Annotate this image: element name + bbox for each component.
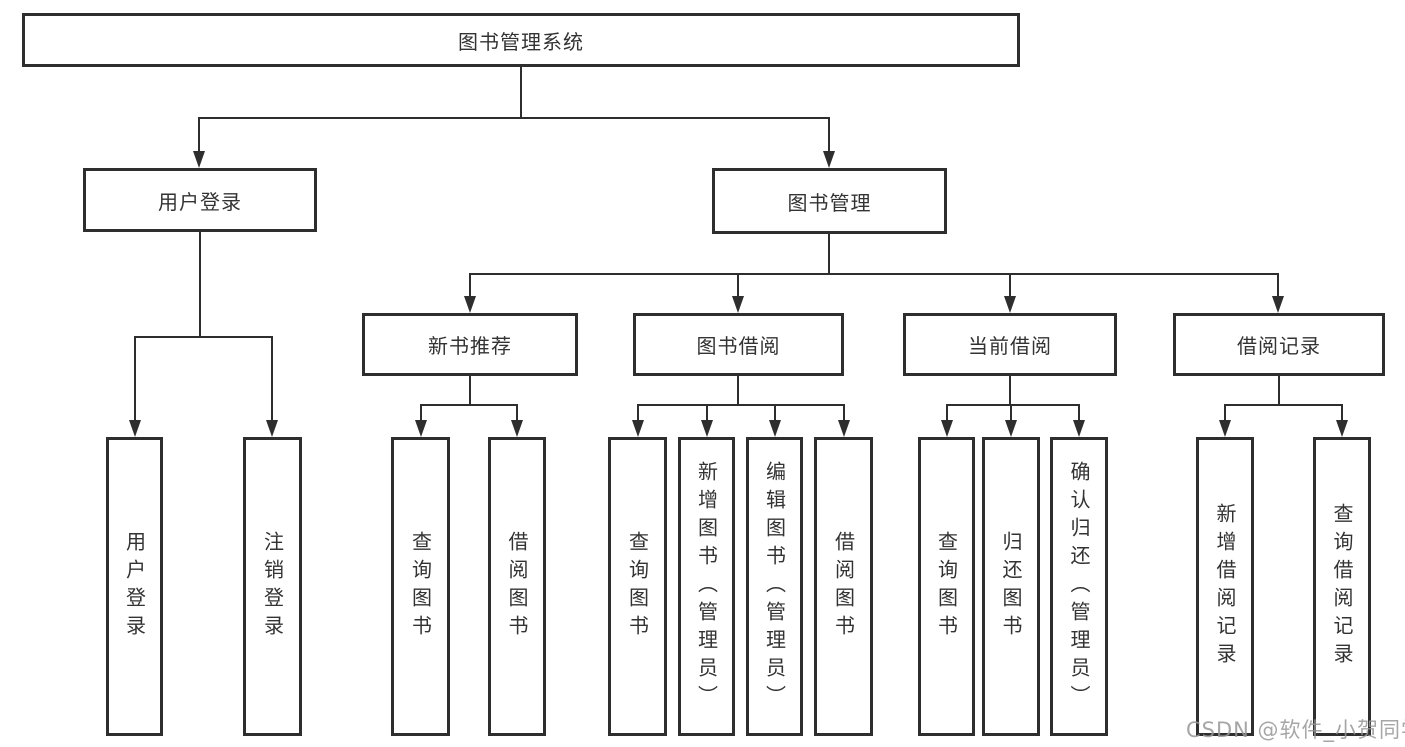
connector-line — [637, 404, 639, 422]
arrow-down-icon — [129, 420, 141, 437]
connector-line — [420, 404, 422, 422]
leaf-label: 查询借阅记录 — [1330, 502, 1354, 671]
node-label: 当前借阅 — [968, 334, 1052, 358]
leaf-records-query-record: 查询借阅记录 — [1313, 437, 1371, 736]
leaf-label: 查询图书 — [408, 530, 433, 643]
connector-line — [774, 404, 776, 422]
arrow-down-icon — [464, 296, 476, 313]
node-new-book-recommend: 新书推荐 — [362, 313, 578, 376]
node-borrow-records: 借阅记录 — [1173, 313, 1385, 376]
leaf-label: 确认归还（管理员） — [1067, 460, 1091, 713]
connector-line — [1224, 404, 1226, 422]
arrow-down-icon — [823, 151, 835, 168]
leaf-records-add-record: 新增借阅记录 — [1196, 437, 1254, 736]
arrow-down-icon — [941, 420, 953, 437]
leaf-recommend-borrow-book: 借阅图书 — [488, 437, 546, 736]
connector-line — [520, 67, 522, 119]
node-label: 图书借阅 — [696, 334, 781, 358]
leaf-user-login: 用户登录 — [106, 437, 163, 736]
leaf-label: 查询图书 — [625, 530, 650, 643]
leaf-label: 编辑图书（管理员） — [762, 460, 787, 713]
arrow-down-icon — [701, 420, 713, 437]
leaf-logout: 注销登录 — [243, 437, 302, 736]
leaf-borrow-query-book: 查询图书 — [608, 437, 667, 736]
arrow-down-icon — [415, 420, 427, 437]
arrow-down-icon — [266, 420, 278, 437]
leaf-recommend-query-book: 查询图书 — [391, 437, 450, 736]
connector-line — [946, 404, 1080, 406]
connector-line — [469, 273, 1279, 275]
node-root: 图书管理系统 — [22, 13, 1020, 67]
node-label: 新书推荐 — [428, 334, 512, 358]
node-label: 用户登录 — [158, 189, 242, 214]
leaf-label: 注销登录 — [260, 530, 285, 643]
leaf-borrow-borrow-book: 借阅图书 — [814, 437, 873, 736]
connector-line — [1278, 374, 1280, 406]
leaf-borrow-add-book-admin: 新增图书（管理员） — [678, 437, 735, 736]
node-book-borrow: 图书借阅 — [633, 313, 844, 376]
arrow-down-icon — [511, 420, 523, 437]
leaf-borrow-edit-book-admin: 编辑图书（管理员） — [746, 437, 803, 736]
leaf-label: 查询图书 — [934, 530, 959, 643]
connector-line — [1224, 404, 1343, 406]
arrow-down-icon — [1272, 296, 1284, 313]
arrow-down-icon — [1004, 296, 1016, 313]
connector-line — [637, 404, 844, 406]
watermark: CSDN @软件_小贺同学 — [1186, 718, 1405, 742]
arrow-down-icon — [193, 151, 205, 168]
connector-line — [737, 374, 739, 406]
connector-line — [828, 117, 830, 153]
node-root-label: 图书管理系统 — [458, 29, 584, 54]
leaf-label: 归还图书 — [999, 530, 1023, 643]
connector-line — [946, 404, 948, 422]
connector-line — [198, 117, 200, 153]
arrow-down-icon — [1073, 420, 1085, 437]
arrow-down-icon — [632, 420, 644, 437]
arrow-down-icon — [1005, 420, 1017, 437]
leaf-label: 借阅图书 — [505, 530, 529, 643]
node-current-borrow: 当前借阅 — [903, 313, 1117, 376]
connector-line — [469, 273, 471, 298]
connector-line — [134, 336, 136, 422]
connector-line — [828, 233, 830, 275]
connector-line — [706, 404, 708, 422]
node-label: 借阅记录 — [1237, 334, 1321, 358]
connector-line — [1009, 273, 1011, 298]
connector-line — [516, 404, 518, 422]
connector-line — [843, 404, 845, 422]
arrow-down-icon — [838, 420, 850, 437]
arrow-down-icon — [1219, 420, 1231, 437]
node-label: 图书管理 — [787, 190, 872, 215]
arrow-down-icon — [769, 420, 781, 437]
leaf-current-return-book: 归还图书 — [982, 437, 1040, 736]
leaf-current-confirm-return-admin: 确认归还（管理员） — [1050, 437, 1108, 736]
connector-line — [1009, 374, 1011, 406]
connector-line — [1277, 273, 1279, 298]
arrow-down-icon — [732, 296, 744, 313]
connector-line — [199, 231, 201, 338]
connector-line — [1010, 404, 1012, 422]
connector-line — [737, 273, 739, 298]
connector-line — [198, 117, 830, 119]
connector-line — [1078, 404, 1080, 422]
connector-line — [271, 336, 273, 422]
leaf-label: 用户登录 — [122, 530, 147, 643]
connector-line — [469, 374, 471, 406]
connector-line — [134, 336, 273, 338]
arrow-down-icon — [1336, 420, 1348, 437]
connector-line — [420, 404, 517, 406]
node-user-login: 用户登录 — [83, 168, 317, 232]
leaf-current-query-book: 查询图书 — [918, 437, 975, 736]
leaf-label: 新增图书（管理员） — [694, 460, 719, 713]
connector-line — [1341, 404, 1343, 422]
node-book-management: 图书管理 — [712, 168, 947, 234]
leaf-label: 新增借阅记录 — [1213, 502, 1237, 671]
leaf-label: 借阅图书 — [831, 530, 856, 643]
